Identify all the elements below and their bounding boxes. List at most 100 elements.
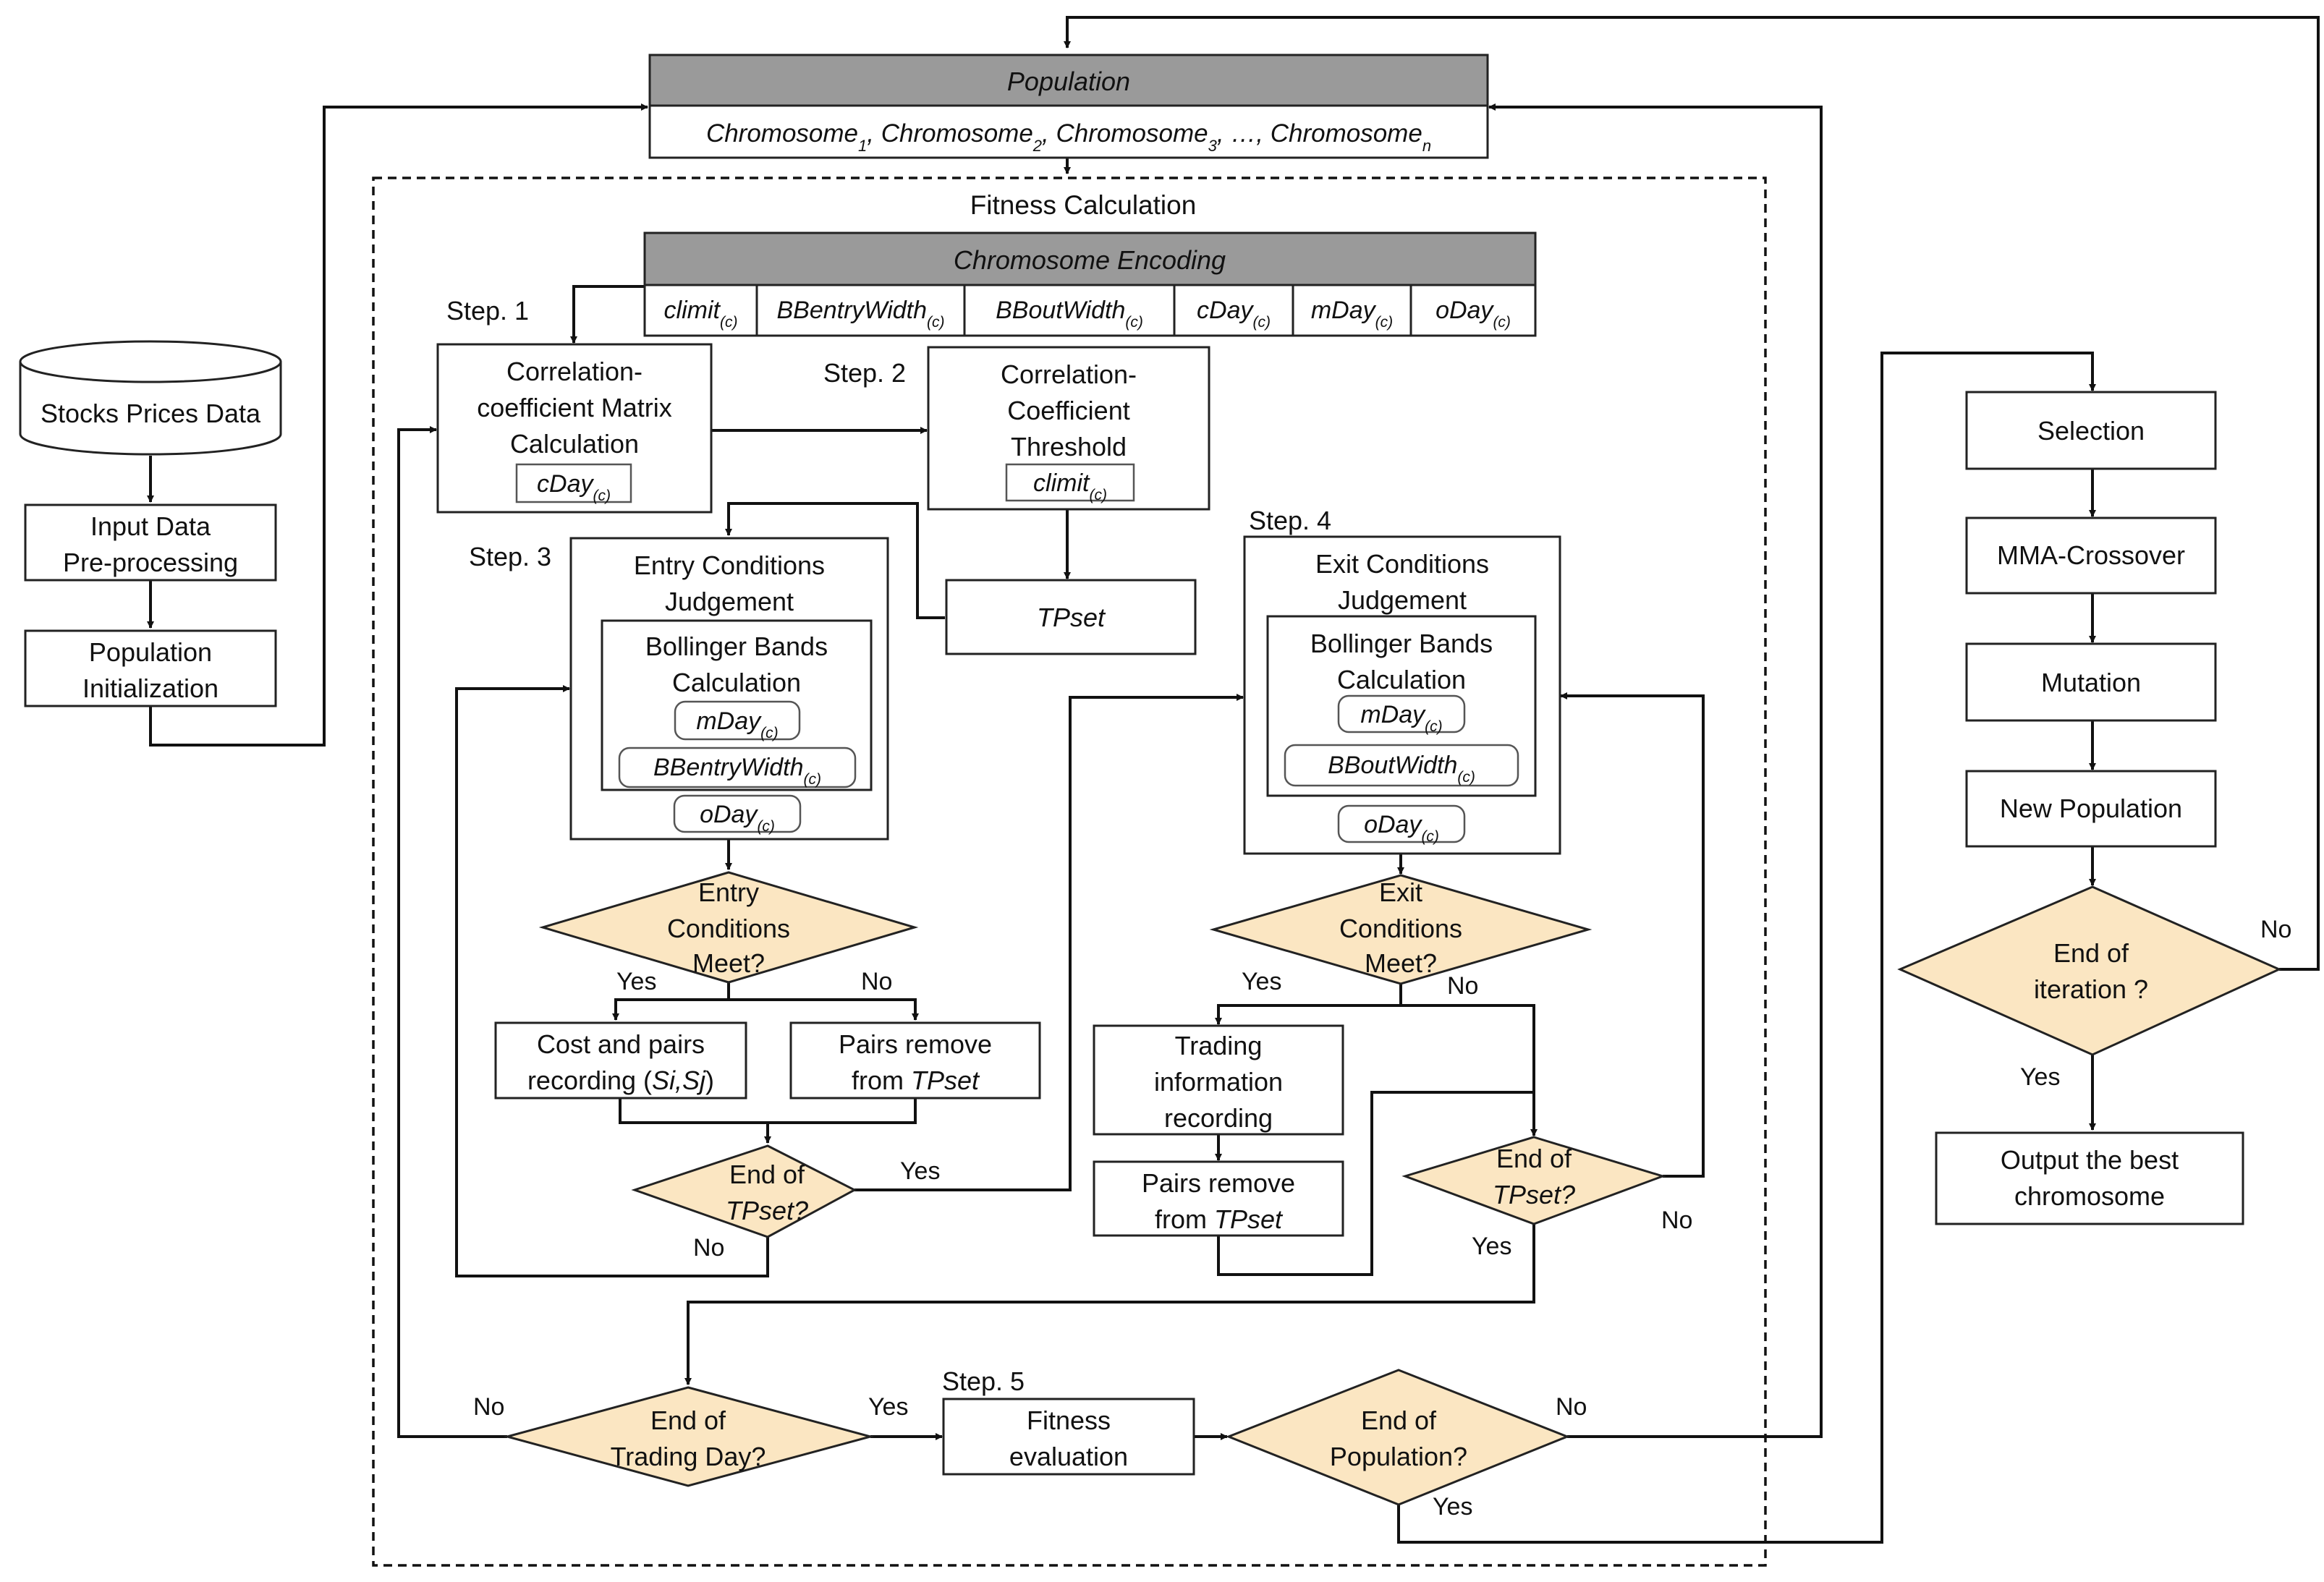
line-remove-to-exit-end [1217, 1091, 1535, 1276]
initialization-label-2: Initialization [82, 673, 219, 703]
stocks-db-cylinder-body [19, 362, 282, 456]
end-trading-day-yes: Yes [868, 1393, 908, 1421]
end-population-no: No [1556, 1393, 1587, 1421]
initialization-label-1: Population [89, 637, 212, 667]
exit-decision-line-1: Exit [1379, 877, 1422, 907]
connectors [147, 16, 2320, 1544]
gene-label: cDay(c) [1197, 297, 1271, 331]
entry-pairs-remove-line-1: Pairs remove [839, 1029, 992, 1059]
population-title: Population [1007, 67, 1130, 96]
climit-param-box [1005, 463, 1135, 502]
gene-cell [1292, 284, 1412, 337]
end-population-block: End of Population? No Yes [1225, 1369, 1587, 1521]
trading-info-line-1: Trading [1175, 1031, 1263, 1060]
cday-param-box [515, 463, 632, 503]
end-population-yes: Yes [1433, 1493, 1472, 1521]
exit-bollinger-line-2: Calculation [1337, 665, 1466, 694]
entry-decision-no: No [861, 968, 892, 995]
step2-label: Step. 2 [823, 358, 906, 388]
fitness-calculation-label: Fitness Calculation [970, 190, 1197, 220]
step5-label: Step. 5 [942, 1366, 1025, 1396]
crossover-label: MMA-Crossover [1997, 540, 2185, 570]
trading-day-block: End of Trading Day? Yes No [473, 1386, 908, 1487]
genetic-operators-column: Selection MMA-Crossover Mutation New Pop… [1897, 391, 2291, 1225]
cost-pairs-recording-box [494, 1021, 747, 1100]
step1-label: Step. 1 [446, 296, 529, 326]
preprocess-box [24, 503, 277, 582]
chromosome-encoding-title: Chromosome Encoding [954, 245, 1226, 275]
entry-decision-line-3: Meet? [692, 948, 765, 978]
arrow-merge-to-end-tpset [764, 1098, 917, 1144]
exit-end-tpset-decision [1401, 1136, 1666, 1225]
gene-label: BBoutWidth(c) [996, 297, 1143, 331]
cost-pairs-line-1: Cost and pairs [537, 1029, 705, 1059]
fitness-calculation-frame [372, 177, 1767, 1567]
exit-end-no: No [1661, 1207, 1692, 1234]
entry-decision-line-2: Conditions [667, 914, 790, 943]
population-chromosome-row [648, 104, 1489, 159]
exit-oday-label: oDay(c) [1364, 811, 1439, 845]
entry-end-no: No [693, 1234, 724, 1262]
step3-label: Step. 3 [469, 542, 551, 571]
exit-bboutwidth-label: BBoutWidth(c) [1328, 752, 1475, 786]
correlation-threshold-line-1: Correlation- [1001, 360, 1137, 389]
arrow-exit-end-no-loop [1560, 692, 1705, 1178]
preprocess-label-1: Input Data [90, 511, 211, 541]
entry-mday-param [674, 700, 801, 741]
stocks-prices-data-label: Stocks Prices Data [41, 399, 261, 428]
arrow-entry-end-yes-to-exit [854, 694, 1244, 1191]
exit-decision-no: No [1447, 972, 1478, 1000]
output-best-line-1: Output the best [2001, 1145, 2179, 1175]
arrow-exit-no [1401, 1004, 1538, 1136]
correlation-threshold-block: Correlation- Coefficient Threshold climi… [927, 346, 1210, 511]
entry-conditions-line-2: Judgement [665, 587, 794, 616]
exit-decision-line-3: Meet? [1365, 948, 1437, 978]
step4-label: Step. 4 [1249, 506, 1331, 535]
entry-conditions-block: Entry Conditions Judgement Bollinger Ban… [494, 537, 1041, 1262]
gene-row: climit(c)BBentryWidth(c)BBoutWidth(c)cDa… [643, 284, 1537, 337]
entry-bbentrywidth-label: BBentryWidth(c) [653, 754, 821, 788]
entry-end-tpset-line-2: TPset? [726, 1196, 808, 1225]
end-iteration-line-1: End of [2053, 938, 2129, 968]
exit-pairs-remove-box [1093, 1160, 1344, 1237]
arrow-tradingday-no-to-step1 [397, 426, 507, 1438]
correlation-matrix-line-2: coefficient Matrix [477, 393, 671, 422]
correlation-threshold-line-2: Coefficient [1007, 396, 1129, 425]
entry-end-yes: Yes [900, 1157, 940, 1185]
line-cost-merge [619, 1098, 768, 1124]
population-chromosome-list: Chromosome1, Chromosome2, Chromosome3, …… [706, 119, 1431, 155]
end-iteration-no: No [2260, 916, 2291, 943]
fitness-evaluation-line-2: evaluation [1009, 1442, 1128, 1471]
new-population-label: New Population [2000, 794, 2182, 823]
arrow-entry-end-no-loop [455, 685, 769, 1277]
output-best-box [1935, 1131, 2244, 1225]
mutation-box [1965, 642, 2217, 722]
exit-pairs-remove-line-1: Pairs remove [1142, 1168, 1295, 1198]
gene-label: climit(c) [664, 297, 738, 331]
exit-end-yes: Yes [1472, 1233, 1511, 1260]
entry-bollinger-line-2: Calculation [672, 668, 801, 697]
entry-pairs-remove-line-2: from TPset [852, 1066, 980, 1095]
arrow-encoding-to-step1 [570, 285, 645, 344]
arrow-tpset-to-entry [725, 502, 945, 619]
chromosome-encoding-block: Chromosome Encoding climit(c)BBentryWidt… [643, 231, 1537, 337]
crossover-box [1965, 516, 2217, 595]
exit-decision-line-2: Conditions [1339, 914, 1462, 943]
cday-param-label: cDay(c) [537, 470, 611, 504]
end-population-line-1: End of [1361, 1405, 1437, 1435]
gene-cell [643, 284, 758, 337]
arrow-entry-no [729, 998, 919, 1021]
end-population-decision [1225, 1369, 1571, 1506]
gene-cell [1173, 284, 1294, 337]
gene-cell [1409, 284, 1537, 337]
gene-cell [963, 284, 1176, 337]
exit-bollinger-line-1: Bollinger Bands [1310, 629, 1493, 658]
exit-conditions-line-1: Exit Conditions [1315, 549, 1489, 579]
arrow-entry-yes [612, 998, 729, 1021]
arrow-endpop-no-to-population [1488, 103, 1823, 1438]
entry-end-tpset-decision [631, 1144, 857, 1238]
fitness-evaluation-block: Fitness evaluation [942, 1398, 1195, 1476]
selection-label: Selection [2037, 416, 2145, 446]
